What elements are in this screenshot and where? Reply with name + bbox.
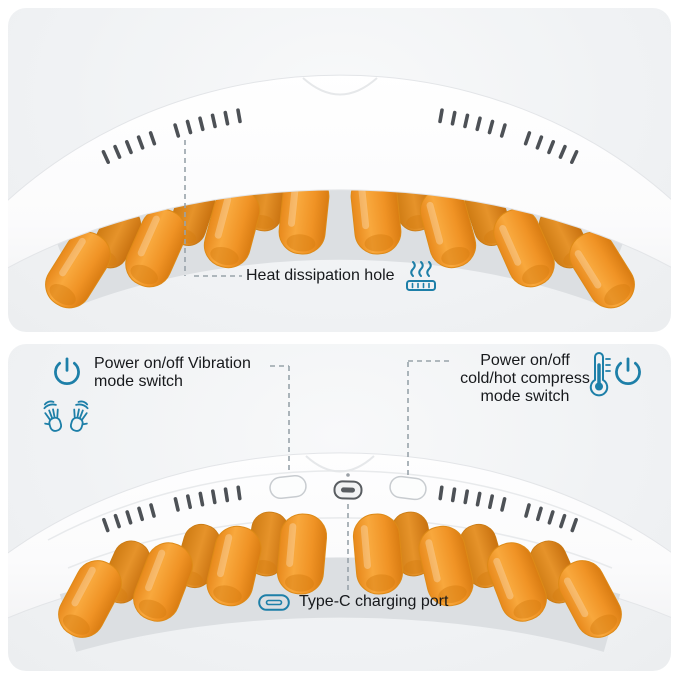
heat-callout: Heat dissipation hole [246, 260, 438, 292]
power-icon [54, 357, 80, 386]
device-top-illustration [8, 74, 671, 309]
bottom-panel: Power on/off Vibration mode switch Power… [8, 344, 671, 671]
typec-port-label: Type-C charging port [299, 593, 449, 610]
heat-callout-line [184, 140, 242, 277]
vibration-mode-button [269, 474, 307, 500]
indicator-dot [346, 473, 350, 477]
power-icon [615, 357, 641, 386]
vibrating-hands-icon [43, 400, 89, 432]
heat-dissipation-label: Heat dissipation hole [246, 267, 395, 284]
device-bottom-illustration [8, 360, 671, 652]
hinge-notch [305, 455, 375, 473]
compress-switch-label: Power on/off cold/hot compress mode swit… [460, 352, 590, 405]
hinge-notch [302, 77, 378, 96]
usb-c-port-icon [258, 593, 290, 611]
cold-hot-mode-button [389, 475, 427, 501]
top-panel: Heat dissipation hole [8, 8, 671, 332]
heat-vent-slots [102, 485, 578, 533]
vibration-switch-label: Power on/off Vibration mode switch [94, 355, 251, 390]
typec-callout: Type-C charging port [258, 593, 448, 611]
heat-waves-icon [405, 261, 436, 291]
massage-nodes-front-row [45, 173, 635, 309]
face-contour-line [67, 517, 613, 569]
heat-vent-slots [101, 108, 579, 164]
thermometer-icon [589, 352, 611, 397]
massage-nodes-front-row [58, 513, 622, 638]
callout-lines [270, 360, 452, 590]
type-c-port [333, 480, 363, 500]
